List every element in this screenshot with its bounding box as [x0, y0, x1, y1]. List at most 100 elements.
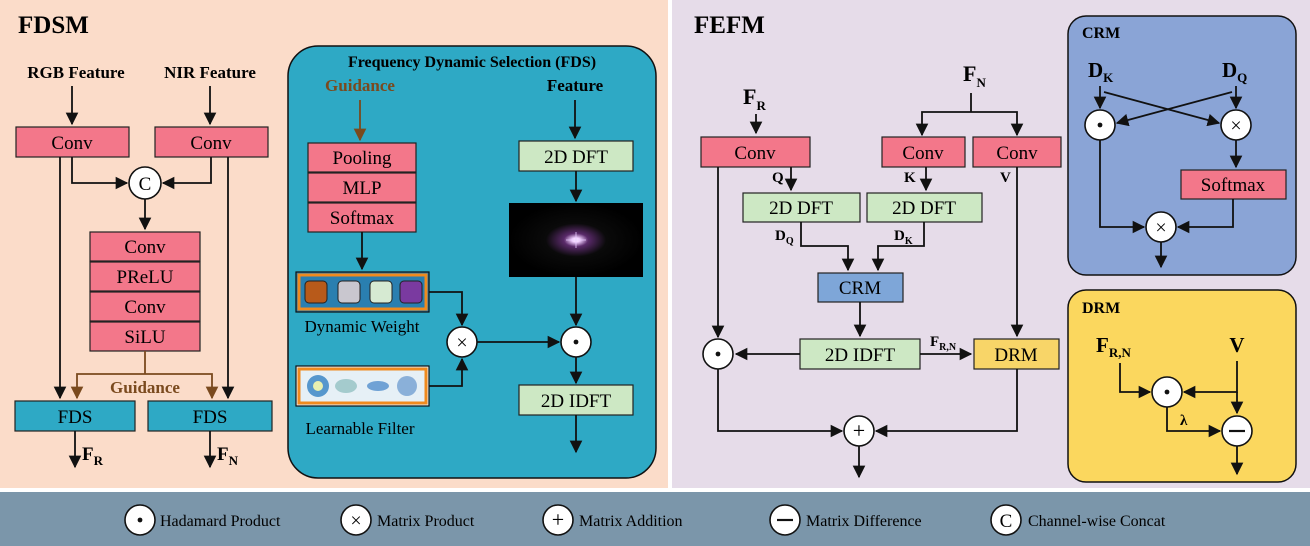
- fefm-dft-k: [866, 192, 983, 223]
- svg-text:×: ×: [350, 510, 361, 532]
- weight-swatch-3: [369, 280, 393, 304]
- legend-matrix-product: × Matrix Product: [340, 504, 475, 536]
- legend-bar: [0, 492, 1310, 546]
- svg-text:+: +: [552, 507, 564, 532]
- learnable-filter-label: Learnable Filter: [305, 419, 414, 438]
- k-label: K: [904, 170, 916, 186]
- fefm-conv-v: [972, 136, 1062, 168]
- fds-left: [14, 400, 136, 432]
- fefm-conv-q: [700, 136, 811, 168]
- fefm-crm-label: CRM: [839, 278, 881, 299]
- legend-concat-label: Channel-wise Concat: [1028, 513, 1166, 530]
- drm-panel-title: DRM: [1082, 300, 1120, 317]
- crm-dk-label: DK: [1088, 58, 1114, 85]
- fefm-hadamard-dot: [715, 351, 721, 357]
- softmax-box: [307, 202, 417, 233]
- crm-matrix-product-2-symbol: ×: [1155, 217, 1166, 239]
- dynamic-weight-label: Dynamic Weight: [305, 317, 420, 336]
- fefm-crm-box: [817, 272, 904, 303]
- pooling-box: [307, 142, 417, 173]
- dq-label: DQ: [775, 228, 794, 247]
- fefm-drm-label: DRM: [994, 345, 1037, 366]
- crm-softmax-label: Softmax: [1201, 175, 1266, 196]
- drm-frn-label: FR,N: [1096, 333, 1131, 360]
- fefm-idft-label: 2D IDFT: [825, 345, 896, 366]
- drm-panel: [1067, 289, 1297, 483]
- fdsm-out-r: FR: [82, 444, 104, 468]
- fds-idft-box: [518, 384, 634, 416]
- stack-prelu: [89, 261, 201, 292]
- fefm-addition-symbol: +: [853, 418, 865, 443]
- pooling-label: Pooling: [332, 148, 392, 169]
- legend-concat: C Channel-wise Concat: [990, 504, 1166, 536]
- mlp-label: MLP: [342, 178, 381, 199]
- crm-dq-label: DQ: [1222, 58, 1247, 85]
- legend-matrix-addition-label: Matrix Addition: [579, 513, 683, 530]
- crm-panel: [1067, 15, 1297, 276]
- fds-dft-label: 2D DFT: [544, 147, 608, 168]
- fdsm-title: FDSM: [18, 12, 89, 39]
- fds-idft-label: 2D IDFT: [541, 391, 612, 412]
- filter-blob-1-core: [313, 381, 323, 391]
- softmax-label: Softmax: [330, 208, 395, 229]
- fefm-conv-k-label: Conv: [902, 143, 944, 164]
- crm-hadamard-dot: [1097, 122, 1103, 128]
- fefm-conv-q-label: Conv: [734, 143, 776, 164]
- filter-blob-4: [397, 376, 417, 396]
- drm-hadamard-dot: [1164, 389, 1170, 395]
- legend-matrix-product-label: Matrix Product: [377, 513, 475, 530]
- fefm-dft-q: [742, 192, 861, 223]
- legend-hadamard: Hadamard Product: [124, 504, 281, 536]
- filter-blob-3: [367, 381, 389, 391]
- crm-matrix-product-1-symbol: ×: [1230, 115, 1241, 137]
- fefm-conv-k: [881, 136, 966, 168]
- fefm-in-n: FN: [963, 61, 986, 90]
- crm-softmax-box: [1180, 169, 1287, 200]
- fds-feature-label: Feature: [547, 76, 604, 95]
- dk-label: DK: [894, 228, 913, 247]
- crm-panel-title: CRM: [1082, 25, 1120, 42]
- learnable-filter-inner: [297, 367, 428, 405]
- fefm-title: FEFM: [694, 12, 765, 39]
- stack-prelu-label: PReLU: [117, 267, 174, 288]
- stack-conv-1-label: Conv: [124, 237, 166, 258]
- v-label: V: [1000, 170, 1011, 186]
- nir-feature-label: NIR Feature: [164, 63, 256, 82]
- stack-silu-label: SiLU: [124, 327, 165, 348]
- fefm-drm-box: [973, 338, 1060, 370]
- legend-matrix-difference-label: Matrix Difference: [806, 513, 922, 530]
- concat-symbol: C: [139, 174, 152, 195]
- fds-right-label: FDS: [193, 407, 228, 428]
- svg-text:C: C: [1000, 511, 1013, 532]
- rgb-feature-label: RGB Feature: [27, 63, 125, 82]
- weight-swatch-2: [337, 280, 361, 304]
- fefm-dft-q-label: 2D DFT: [769, 198, 833, 219]
- legend-matrix-difference: Matrix Difference: [769, 504, 922, 536]
- fdsm-guidance-label: Guidance: [110, 378, 180, 397]
- fds-panel-title: Frequency Dynamic Selection (FDS): [348, 54, 596, 71]
- fds-left-label: FDS: [58, 407, 93, 428]
- q-label: Q: [772, 170, 784, 186]
- fdsm-conv-right-label: Conv: [190, 133, 232, 154]
- fefm-dft-k-label: 2D DFT: [892, 198, 956, 219]
- drm-lambda-label: λ: [1180, 413, 1188, 429]
- fdsm-conv-left: [15, 126, 130, 158]
- frn-label: FR,N: [930, 334, 957, 353]
- stack-conv-2-label: Conv: [124, 297, 166, 318]
- mlp-box: [307, 172, 417, 203]
- fdsm-out-n: FN: [217, 444, 239, 468]
- fdsm-conv-left-label: Conv: [51, 133, 93, 154]
- stack-conv-2: [89, 291, 201, 322]
- legend-matrix-addition: + Matrix Addition: [542, 504, 683, 536]
- filter-blob-2: [335, 379, 357, 393]
- fds-matrix-product-symbol: ×: [456, 332, 467, 354]
- stack-conv-1: [89, 231, 201, 262]
- dynamic-weight-inner: [297, 273, 428, 311]
- fds-right: [147, 400, 273, 432]
- weight-swatch-4: [399, 280, 423, 304]
- drm-v-label: V: [1229, 333, 1244, 357]
- weight-swatch-1: [304, 280, 328, 304]
- fefm-conv-v-label: Conv: [996, 143, 1038, 164]
